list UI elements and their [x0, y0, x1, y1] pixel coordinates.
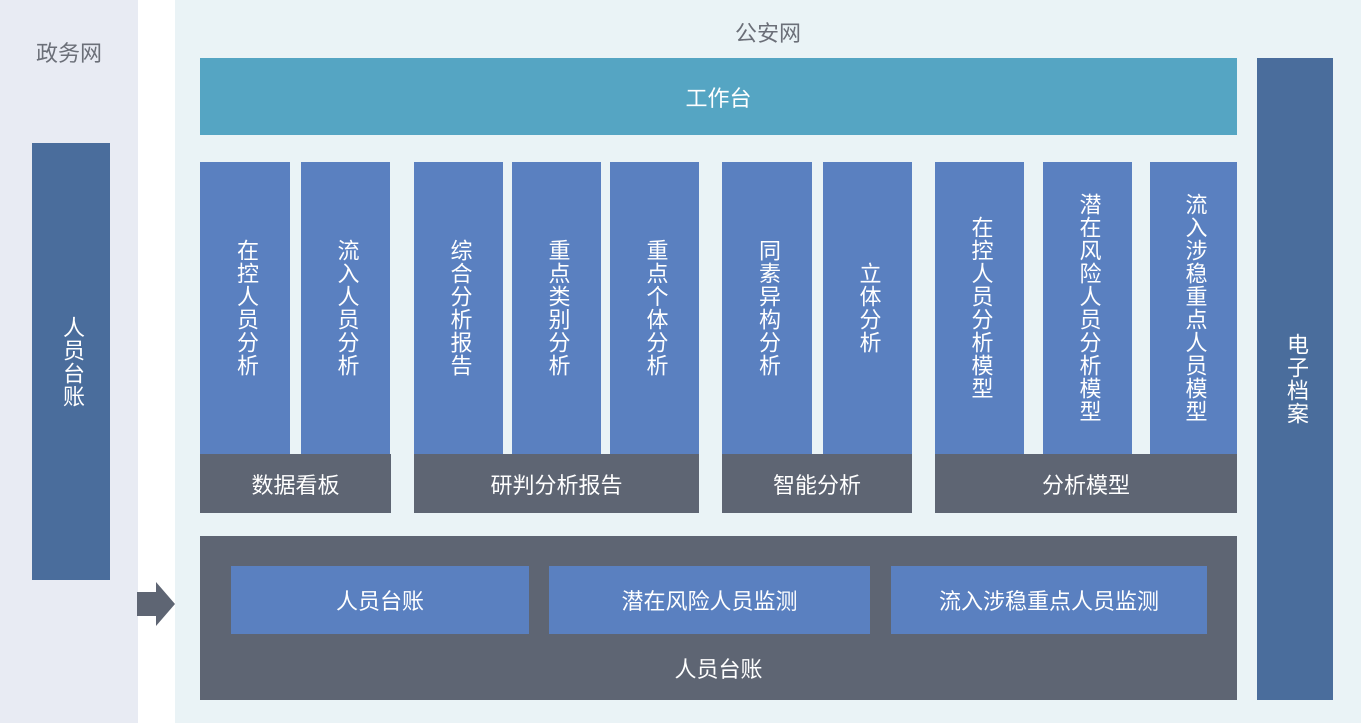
arrow-right-icon [137, 582, 175, 626]
column-6[interactable]: 立体分析 [823, 162, 912, 454]
group-analysis-report[interactable]: 研判分析报告 [414, 454, 699, 513]
column-4[interactable]: 重点个体分析 [610, 162, 699, 454]
inflow-monitor-button[interactable]: 流入涉稳重点人员监测 [891, 566, 1207, 634]
column-label: 流入人员分析 [333, 239, 359, 377]
risk-monitor-button[interactable]: 潜在风险人员监测 [549, 566, 870, 634]
group-data-dashboard[interactable]: 数据看板 [200, 454, 391, 513]
group-smart-analysis[interactable]: 智能分析 [722, 454, 912, 513]
column-label: 同素异构分析 [755, 239, 780, 377]
archive-label: 电子档案 [1283, 333, 1308, 425]
workbench-label: 工作台 [685, 86, 752, 112]
column-3[interactable]: 重点类别分析 [512, 162, 601, 454]
column-label: 流入涉稳重点人员模型 [1181, 193, 1207, 423]
column-label: 在控人员分析 [233, 239, 258, 377]
column-label: 在控人员分析模型 [967, 216, 993, 400]
column-0[interactable]: 在控人员分析 [200, 162, 290, 454]
column-label: 综合分析报告 [446, 239, 472, 377]
column-7[interactable]: 在控人员分析模型 [935, 162, 1024, 454]
electronic-archive-block[interactable]: 电子档案 [1257, 58, 1333, 700]
column-9[interactable]: 流入涉稳重点人员模型 [1150, 162, 1237, 454]
workbench-block[interactable]: 工作台 [200, 58, 1237, 135]
group-analysis-model[interactable]: 分析模型 [935, 454, 1237, 513]
police-network-title: 公安网 [734, 22, 801, 47]
column-1[interactable]: 流入人员分析 [301, 162, 390, 454]
bottom-ledger-label: 人员台账 [674, 658, 763, 683]
column-8[interactable]: 潜在风险人员分析模型 [1043, 162, 1132, 454]
column-label: 重点个体分析 [642, 239, 668, 377]
left-ledger-block[interactable]: 人员台账 [32, 143, 110, 580]
left-ledger-label: 人员台账 [59, 315, 84, 408]
column-2[interactable]: 综合分析报告 [414, 162, 503, 454]
ledger-button[interactable]: 人员台账 [231, 566, 529, 634]
column-label: 潜在风险人员分析模型 [1075, 193, 1101, 423]
government-network-title: 政务网 [35, 42, 102, 67]
column-5[interactable]: 同素异构分析 [722, 162, 812, 454]
column-label: 重点类别分析 [544, 239, 570, 377]
column-label: 立体分析 [855, 262, 881, 354]
